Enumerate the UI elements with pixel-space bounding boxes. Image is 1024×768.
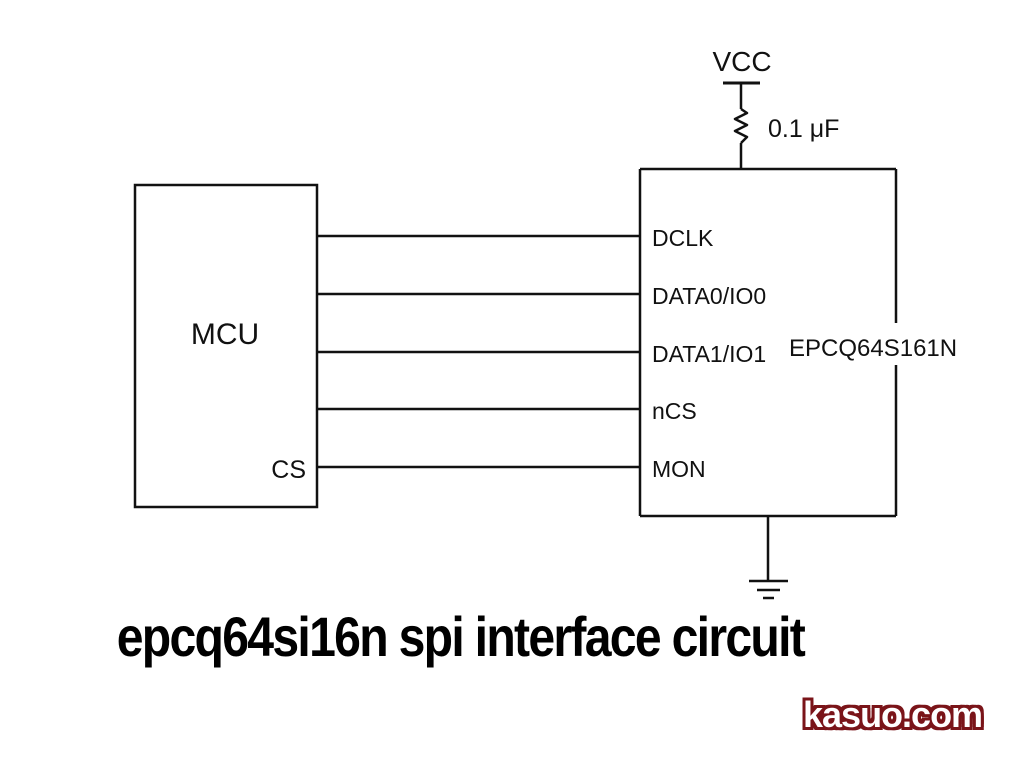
mcu-block [133, 183, 319, 509]
mcu-cs-pin-label: CS [271, 456, 306, 484]
ground-icon [749, 579, 788, 600]
pin-label-data1: DATA1/IO1 [652, 341, 766, 367]
watermark-logo: kasuo.com [803, 694, 983, 735]
pin-label-mon: MON [652, 456, 706, 482]
diagram-title: epcq64si16n spi interface circuit [116, 605, 806, 668]
component-value-label: 0.1 μF [768, 115, 839, 143]
pin-label-dclk: DCLK [652, 225, 714, 251]
pin-label-ncs: nCS [652, 398, 697, 424]
pin-label-data0: DATA0/IO0 [652, 283, 766, 309]
vcc-label: VCC [712, 46, 771, 77]
mcu-label: MCU [191, 318, 259, 351]
flash-part-number: EPCQ64S161N [789, 335, 957, 362]
resistor-zigzag-icon [733, 107, 749, 144]
